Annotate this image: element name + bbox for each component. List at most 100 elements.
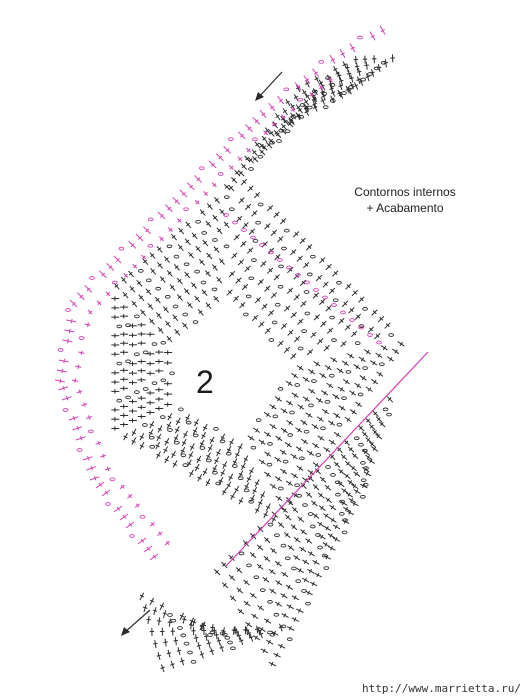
chain-stitch bbox=[151, 381, 158, 386]
double-crochet-stitch bbox=[82, 455, 93, 461]
double-crochet-stitch bbox=[249, 467, 254, 475]
double-crochet-stitch bbox=[344, 460, 352, 467]
double-crochet-stitch bbox=[280, 322, 288, 330]
chain-stitch bbox=[315, 533, 321, 537]
chain-stitch bbox=[192, 433, 199, 438]
double-crochet-stitch bbox=[155, 441, 161, 450]
double-crochet-stitch bbox=[239, 637, 244, 646]
double-crochet-stitch bbox=[228, 473, 234, 481]
chain-stitch bbox=[111, 280, 118, 285]
chain-stitch bbox=[367, 72, 373, 76]
double-crochet-stitch bbox=[173, 434, 179, 442]
double-crochet-stitch bbox=[149, 553, 159, 561]
chain-stitch bbox=[386, 412, 392, 417]
chain-stitch bbox=[277, 258, 283, 262]
double-crochet-stitch bbox=[357, 424, 365, 432]
chain-stitch bbox=[303, 290, 310, 294]
double-crochet-stitch bbox=[253, 635, 261, 641]
double-crochet-stitch bbox=[302, 261, 310, 269]
double-crochet-stitch bbox=[164, 540, 170, 546]
double-crochet-stitch bbox=[111, 407, 120, 413]
chain-stitch bbox=[201, 231, 207, 235]
double-crochet-stitch bbox=[138, 294, 145, 302]
double-crochet-stitch bbox=[120, 386, 129, 391]
double-crochet-stitch bbox=[293, 294, 300, 301]
double-crochet-stitch bbox=[132, 263, 138, 269]
double-crochet-stitch bbox=[328, 287, 336, 295]
double-crochet-stitch bbox=[368, 423, 376, 430]
double-crochet-stitch bbox=[137, 537, 147, 545]
double-crochet-stitch bbox=[294, 82, 302, 91]
chain-stitch bbox=[294, 483, 300, 488]
chain-stitch bbox=[277, 284, 284, 289]
double-crochet-stitch bbox=[290, 353, 297, 360]
double-crochet-stitch bbox=[214, 456, 220, 465]
double-crochet-stitch bbox=[338, 468, 345, 475]
double-crochet-stitch bbox=[277, 236, 284, 243]
double-crochet-stitch bbox=[111, 342, 120, 348]
double-crochet-stitch bbox=[157, 425, 163, 433]
chain-stitch bbox=[296, 493, 303, 498]
double-crochet-stitch bbox=[252, 427, 261, 433]
double-crochet-stitch bbox=[325, 263, 332, 271]
double-crochet-stitch bbox=[296, 365, 304, 371]
chain-stitch bbox=[149, 444, 156, 449]
double-crochet-stitch bbox=[302, 396, 310, 402]
double-crochet-stitch bbox=[251, 314, 259, 322]
double-crochet-stitch bbox=[317, 492, 325, 499]
double-crochet-stitch bbox=[236, 587, 244, 594]
double-crochet-stitch bbox=[319, 257, 326, 264]
double-crochet-stitch bbox=[175, 417, 181, 426]
double-crochet-stitch bbox=[310, 500, 318, 507]
double-crochet-stitch bbox=[247, 185, 254, 192]
double-crochet-stitch bbox=[155, 387, 164, 392]
double-crochet-stitch bbox=[258, 498, 263, 507]
double-crochet-stitch bbox=[329, 54, 336, 64]
double-crochet-stitch bbox=[145, 288, 152, 296]
double-crochet-stitch bbox=[120, 377, 129, 382]
double-crochet-stitch bbox=[165, 320, 171, 328]
chain-stitch bbox=[142, 350, 149, 355]
double-crochet-stitch bbox=[269, 483, 277, 490]
double-crochet-stitch bbox=[170, 627, 175, 636]
double-crochet-stitch bbox=[309, 91, 314, 98]
double-crochet-stitch bbox=[340, 500, 348, 506]
double-crochet-stitch bbox=[242, 222, 249, 229]
chain-stitch bbox=[324, 399, 331, 404]
double-crochet-stitch bbox=[137, 414, 146, 419]
double-crochet-stitch bbox=[318, 84, 324, 90]
double-crochet-stitch bbox=[240, 240, 247, 248]
double-crochet-stitch bbox=[179, 612, 185, 621]
double-crochet-stitch bbox=[261, 135, 268, 143]
double-crochet-stitch bbox=[191, 232, 198, 240]
double-crochet-stitch bbox=[236, 632, 242, 641]
double-crochet-stitch bbox=[249, 592, 257, 599]
double-crochet-stitch bbox=[143, 545, 153, 553]
chain-stitch bbox=[329, 83, 336, 87]
double-crochet-stitch bbox=[111, 389, 120, 394]
double-crochet-stitch bbox=[212, 214, 219, 222]
chain-stitch bbox=[281, 246, 287, 251]
double-crochet-stitch bbox=[176, 294, 183, 301]
double-crochet-stitch bbox=[228, 574, 236, 581]
double-crochet-stitch bbox=[237, 443, 243, 451]
chain-stitch bbox=[224, 635, 231, 640]
double-crochet-stitch bbox=[337, 89, 342, 98]
chain-stitch bbox=[276, 139, 282, 143]
double-crochet-stitch bbox=[265, 141, 273, 149]
double-crochet-stitch bbox=[162, 306, 169, 313]
chain-stitch bbox=[331, 338, 337, 343]
chain-stitch bbox=[180, 633, 187, 638]
chain-stitch bbox=[335, 492, 341, 497]
double-crochet-stitch bbox=[307, 475, 314, 482]
source-watermark: http://www.marrietta.ru/ bbox=[362, 682, 521, 695]
double-crochet-stitch bbox=[291, 617, 300, 622]
double-crochet-stitch bbox=[167, 618, 173, 627]
chain-stitch bbox=[329, 315, 336, 320]
double-crochet-stitch bbox=[194, 295, 201, 303]
double-crochet-stitch bbox=[226, 445, 232, 454]
double-crochet-stitch bbox=[295, 446, 303, 452]
double-crochet-stitch bbox=[206, 203, 213, 210]
double-crochet-stitch bbox=[155, 349, 164, 355]
double-crochet-stitch bbox=[260, 648, 269, 654]
